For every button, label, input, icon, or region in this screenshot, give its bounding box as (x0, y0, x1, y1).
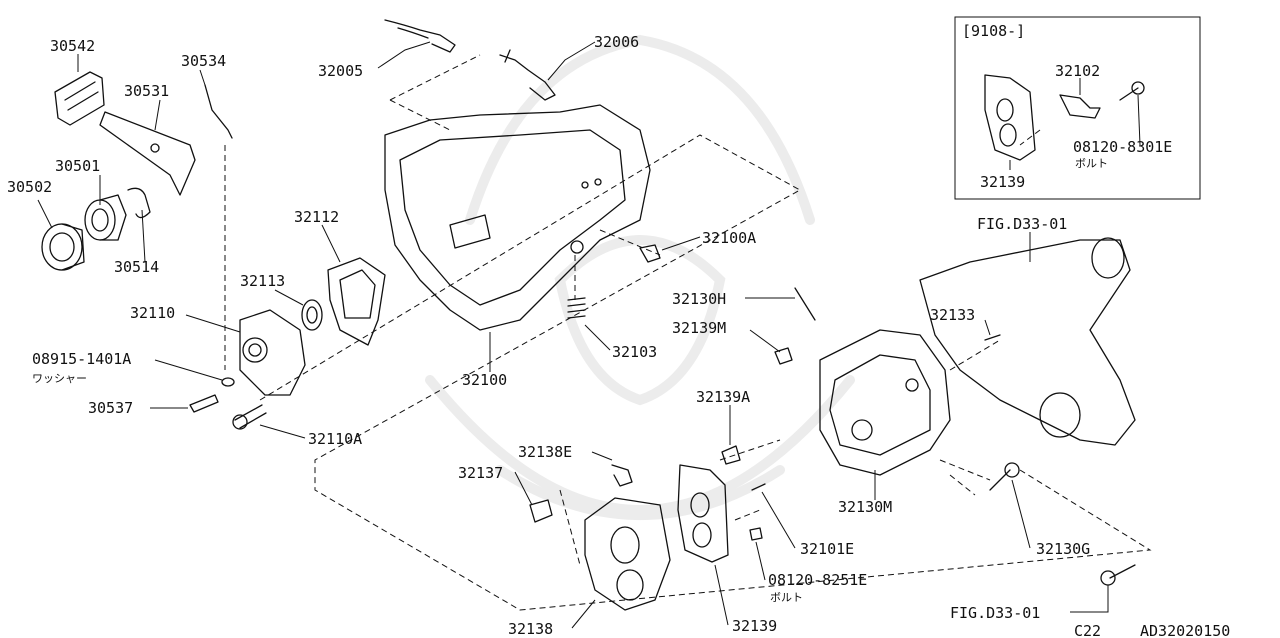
watermark-emblem (425, 34, 855, 520)
part-32101E-pin (751, 483, 766, 491)
label-08915-1401A: 08915-1401A (32, 350, 131, 368)
label-32139-inset: 32139 (980, 173, 1025, 191)
label-32139M: 32139M (672, 319, 726, 337)
part-32139M-nut (774, 347, 793, 365)
part-bolt-fig-d33-bottom (1100, 564, 1136, 586)
label-08120-8251E-sub: ボルト (770, 591, 803, 604)
part-30514-clip (127, 187, 151, 219)
label-32112: 32112 (294, 208, 339, 226)
code-ad32020150: AD32020150 (1140, 622, 1230, 638)
label-32113: 32113 (240, 272, 285, 290)
part-32139-plate (677, 464, 729, 563)
part-32138E-fitting (611, 464, 633, 487)
part-32139-inset-plate (984, 74, 1036, 161)
label-32133: 32133 (930, 306, 975, 324)
part-32130G-bolt (989, 462, 1020, 491)
part-08120-8301E-bolt (1119, 81, 1145, 101)
part-30542-boot (54, 71, 105, 126)
label-32130H: 32130H (672, 290, 726, 308)
part-32110-cover (239, 309, 306, 396)
label-32130G: 32130G (1036, 540, 1090, 558)
label-32005: 32005 (318, 62, 363, 80)
label-32103: 32103 (612, 343, 657, 361)
part-32133-pin (984, 334, 1001, 341)
part-32137-plug (529, 499, 553, 523)
part-32112-gasket (327, 257, 386, 346)
leader-lines (37, 41, 1141, 629)
part-08915-washer (221, 377, 235, 387)
label-32139A: 32139A (696, 388, 750, 406)
part-32130M-extension-case (819, 329, 951, 476)
label-fig-d33-01-top: FIG.D33-01 (977, 215, 1067, 233)
assembly-guide-lines (224, 54, 1152, 611)
label-32130M: 32130M (838, 498, 892, 516)
part-32130H-pin (794, 287, 816, 321)
label-fig-d33-01-bottom: FIG.D33-01 (950, 604, 1040, 622)
label-32102: 32102 (1055, 62, 1100, 80)
label-08915-washer-sub: ワッシャー (32, 372, 87, 385)
part-32138-cover (584, 497, 671, 611)
label-30537: 30537 (88, 399, 133, 417)
label-32139: 32139 (732, 617, 777, 635)
inset-header: [9108-] (962, 22, 1025, 40)
part-08120-8251E-bolt (749, 527, 763, 541)
label-32006: 32006 (594, 33, 639, 51)
label-30502: 30502 (7, 178, 52, 196)
part-30534-spring (204, 84, 233, 139)
part-30502-bearing (41, 223, 85, 271)
part-30531-release-fork (99, 111, 196, 196)
part-32113-seal (301, 299, 323, 331)
label-30542: 30542 (50, 37, 95, 55)
label-30514: 30514 (114, 258, 159, 276)
label-32138: 32138 (508, 620, 553, 638)
label-30534: 30534 (181, 52, 226, 70)
label-30501: 30501 (55, 157, 100, 175)
part-32005-switch (384, 19, 456, 53)
label-08120-8301E: 08120-8301E (1073, 138, 1172, 156)
label-32100: 32100 (462, 371, 507, 389)
part-32139A-nut (721, 445, 741, 465)
label-32101E: 32101E (800, 540, 854, 558)
part-32110A-bolt (232, 404, 267, 430)
label-08120-8301E-sub: ボルト (1075, 157, 1108, 170)
part-transfer-case-ref (919, 237, 1136, 446)
part-30501-release-bearing (84, 194, 127, 241)
part-32006-switch (499, 49, 556, 101)
code-c22: C22 (1074, 622, 1101, 638)
inset-frame (954, 16, 1201, 200)
label-32110: 32110 (130, 304, 175, 322)
label-32100A: 32100A (702, 229, 756, 247)
label-32110A: 32110A (308, 430, 362, 448)
part-32100-transmission-case (384, 104, 651, 331)
label-08120-8251E: 08120-8251E (768, 571, 867, 589)
part-32100A-plug (639, 244, 661, 263)
label-32138E: 32138E (518, 443, 572, 461)
label-30531: 30531 (124, 82, 169, 100)
part-32103-spring (567, 240, 586, 319)
part-30537-bolt (189, 394, 219, 413)
part-32102-bracket (1059, 94, 1101, 119)
label-32137: 32137 (458, 464, 503, 482)
